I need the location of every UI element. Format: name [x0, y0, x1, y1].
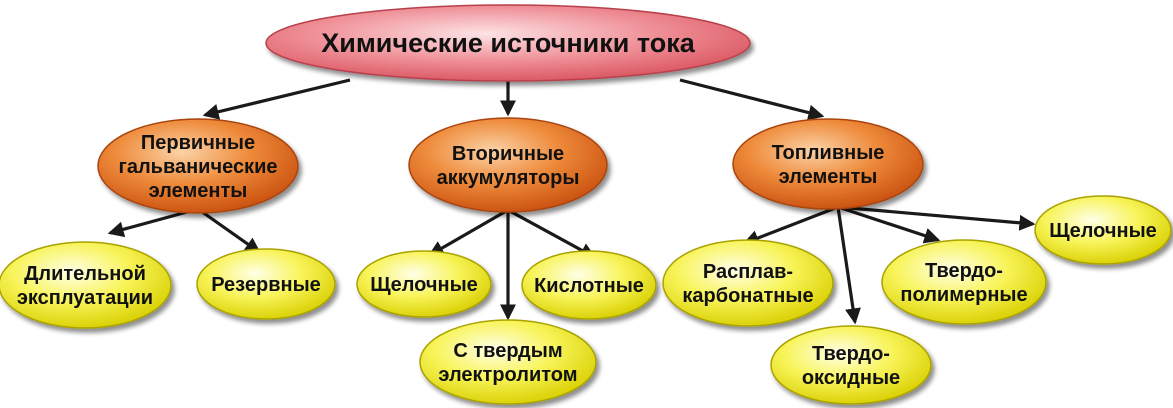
edge-category-to-leaf [836, 206, 861, 325]
leaf-node: Щелочные [1034, 195, 1172, 265]
root-node-label: Химические источники тока [321, 28, 696, 58]
leaf-node: Твердо-оксидные [770, 325, 932, 405]
leaf-node-shape [662, 239, 834, 327]
edge-root-to-category [202, 78, 351, 120]
category-node-label: элементы [779, 166, 878, 188]
leaf-node-label: Кислотные [534, 275, 644, 297]
leaf-node-shape [0, 241, 172, 329]
category-node-label: Первичные [141, 132, 255, 154]
leaf-node-shape [521, 250, 657, 320]
leaf-node-shape [419, 319, 597, 405]
category-node-shape [97, 118, 299, 214]
leaf-node: Расплав-карбонатные [662, 239, 834, 327]
edge-root-to-category [679, 78, 825, 121]
leaf-node-label: Расплав- [703, 261, 793, 283]
leaf-node-shape [770, 325, 932, 405]
leaf-node-shape [881, 239, 1047, 325]
edge-category-to-leaf [837, 205, 1036, 231]
category-node-label: аккумуляторы [437, 167, 580, 189]
leaf-node-label: Длительной [24, 263, 146, 285]
edge-category-to-leaf [197, 207, 261, 254]
edge-category-to-leaf [427, 208, 509, 257]
edge-category-to-leaf [742, 205, 839, 246]
edges-layer [107, 78, 1036, 325]
edge-category-to-leaf [507, 208, 597, 259]
edge-category-to-leaf [837, 205, 941, 244]
leaf-node-label: эксплуатации [17, 287, 153, 309]
leaf-node-label: Резервные [211, 274, 321, 296]
leaf-node-label: Щелочные [1049, 220, 1157, 242]
leaf-node-label: Щелочные [370, 274, 478, 296]
leaf-node-label: Твердо- [812, 343, 890, 365]
leaf-node: Твердо-полимерные [881, 239, 1047, 325]
leaf-node: Кислотные [521, 250, 657, 320]
category-node-label: Топливные [772, 142, 885, 164]
root-node: Химические источники тока [265, 4, 751, 82]
leaf-node-label: оксидные [802, 367, 900, 389]
leaf-node: Резервные [196, 248, 336, 320]
category-node-label: Вторичные [452, 143, 564, 165]
category-node-shape [408, 117, 608, 213]
nodes-layer: Химические источники токаПервичныегальва… [0, 4, 1172, 405]
category-node-shape [732, 118, 924, 210]
leaf-node-shape [1034, 195, 1172, 265]
leaf-node-label: полимерные [900, 284, 1027, 306]
leaf-node-shape [196, 248, 336, 320]
category-node-label: элементы [149, 180, 248, 202]
leaf-node-label: С твердым [453, 340, 562, 362]
category-node-label: гальванические [118, 156, 277, 178]
leaf-node-label: электролитом [438, 364, 577, 386]
leaf-node-shape [356, 250, 492, 318]
leaf-node-label: карбонатные [682, 285, 813, 307]
leaf-node-label: Твердо- [925, 260, 1003, 282]
root-node-shape [265, 4, 751, 82]
leaf-node: Щелочные [356, 250, 492, 318]
